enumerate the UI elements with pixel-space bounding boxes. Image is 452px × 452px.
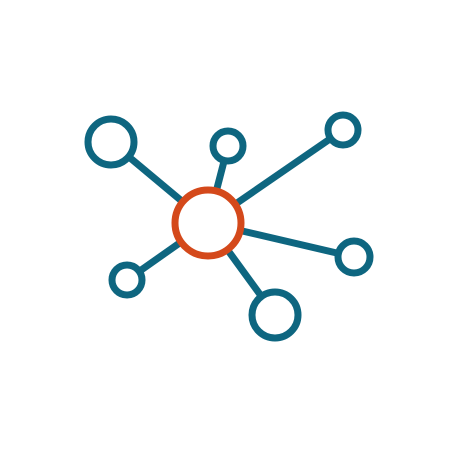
satellite-node-bottom-left [108,261,146,299]
satellite-node-right [334,237,374,277]
link-bottom [224,247,265,299]
network-nodes [84,111,374,342]
satellite-node-top [209,127,247,165]
connection-lines [126,135,340,299]
link-right [239,227,340,257]
hub-node [171,186,245,260]
link-top [212,159,228,192]
link-bottom-left [137,239,184,275]
link-top-right [233,135,333,208]
satellite-node-top-right [324,111,362,149]
link-top-left [126,154,185,205]
satellite-node-top-left [84,115,138,169]
satellite-node-bottom [248,288,302,342]
